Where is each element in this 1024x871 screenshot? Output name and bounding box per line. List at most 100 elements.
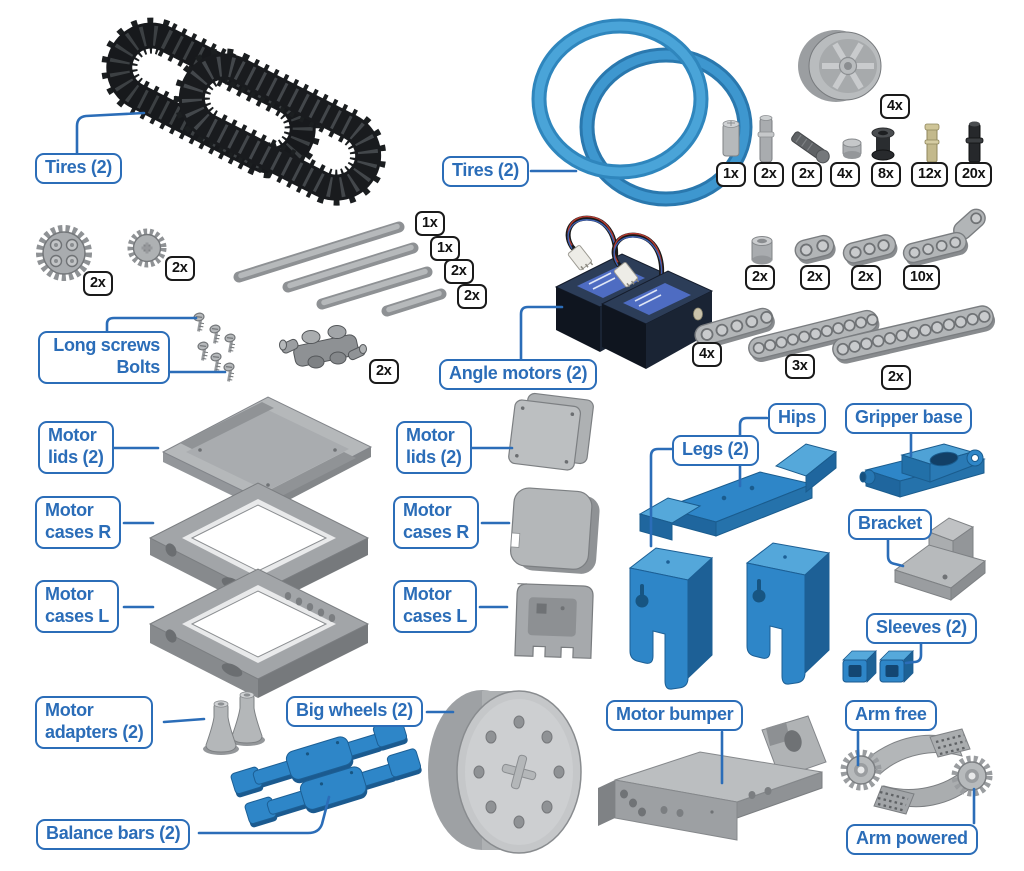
- qty-tube: 2x: [745, 265, 775, 290]
- callout-arm-free: Arm free: [845, 700, 937, 731]
- motor-stack-center-illustration: [508, 392, 600, 659]
- gripper-base-illustration: [859, 443, 986, 498]
- leader-tires-left: [75, 111, 146, 156]
- callout-label-line2: cases R: [45, 521, 111, 542]
- callout-sleeves: Sleeves (2): [866, 613, 977, 644]
- callout-motor-lids-left: Motor lids (2): [38, 421, 114, 474]
- callout-motor-cases-l-center: Motor cases L: [393, 580, 477, 633]
- beam3-illustration: [842, 234, 898, 267]
- pin-long-part: [757, 115, 775, 163]
- qty-peg-cylinder: 1x: [716, 162, 746, 187]
- qty-gear-small: 2x: [165, 256, 195, 281]
- beam13-illustration: [832, 305, 996, 364]
- angle-motors-illustration: [556, 217, 712, 369]
- callout-label-line1: Motor: [45, 500, 94, 520]
- callout-long-screws: Long screws Bolts: [38, 331, 170, 384]
- axle-rods-illustration: [233, 221, 447, 317]
- callout-label-line2: cases R: [403, 521, 469, 542]
- leader-angle-motors: [519, 305, 564, 362]
- arm-powered-illustration: [873, 755, 993, 815]
- callout-label: Big wheels (2): [296, 700, 413, 720]
- qty-axle-l: 1x: [430, 236, 460, 261]
- callout-label: Sleeves (2): [876, 617, 967, 637]
- gear-small-illustration: [127, 228, 167, 268]
- motor-bumper-illustration: [598, 715, 827, 841]
- bracket-illustration: [893, 517, 987, 602]
- callout-label-line2: cases L: [403, 605, 467, 626]
- arm-free-illustration: [840, 728, 971, 791]
- peg-cylinder-part: [722, 120, 740, 157]
- callout-gripper-base: Gripper base: [845, 403, 973, 434]
- callout-angle-motors: Angle motors (2): [439, 359, 598, 390]
- beam-angled-illustration: [902, 208, 986, 267]
- leader-lines: [75, 111, 976, 835]
- callout-tires-left: Tires (2): [35, 153, 122, 184]
- qty-beam11: 3x: [785, 354, 815, 379]
- small-parts-row: [722, 115, 984, 164]
- leader-sleeves: [904, 640, 923, 665]
- callout-label: Angle motors (2): [449, 363, 588, 383]
- callout-hips: Hips: [768, 403, 826, 434]
- qty-beam-angle: 10x: [903, 265, 941, 290]
- callout-label-line2: lids (2): [406, 446, 462, 467]
- leader-legs: [649, 447, 674, 548]
- bushing-part: [842, 138, 862, 159]
- pin-tan-part: [924, 123, 940, 163]
- cross-block-illustration: [279, 325, 367, 369]
- qty-beam13: 2x: [881, 365, 911, 390]
- axle-connector-part: [791, 131, 830, 164]
- callout-label-line1: Motor: [48, 425, 97, 445]
- callout-label: Arm powered: [856, 828, 968, 848]
- callout-motor-cases-r-left: Motor cases R: [35, 496, 121, 549]
- spacer-part: [871, 127, 895, 161]
- callout-label-line2: cases L: [45, 605, 109, 626]
- callout-tires-right: Tires (2): [442, 156, 529, 187]
- tank-treads-illustration: [101, 17, 387, 206]
- beam2-illustration: [794, 234, 836, 264]
- qty-axle-m: 2x: [444, 259, 474, 284]
- callout-label: Tires (2): [45, 157, 112, 177]
- gear-large-illustration: [36, 225, 92, 281]
- callout-label-line1: Motor: [403, 584, 452, 604]
- qty-beam2: 2x: [800, 265, 830, 290]
- qty-axle-s: 2x: [457, 284, 487, 309]
- callout-label-line1: Motor: [45, 584, 94, 604]
- qty-beam5: 4x: [692, 342, 722, 367]
- callout-label: Legs (2): [682, 439, 749, 459]
- callout-big-wheels: Big wheels (2): [286, 696, 423, 727]
- qty-spacer: 8x: [871, 162, 901, 187]
- big-wheel-illustration: [428, 690, 582, 854]
- callout-balance-bars: Balance bars (2): [36, 819, 191, 850]
- callout-label-line1: Motor: [406, 425, 455, 445]
- tire-rings-illustration: [531, 18, 753, 207]
- leader-balance-bars: [197, 795, 331, 835]
- callout-label: Bracket: [858, 513, 922, 533]
- callout-legs: Legs (2): [672, 435, 759, 466]
- legs-illustration: [628, 541, 831, 692]
- callout-motor-lids-center: Motor lids (2): [396, 421, 472, 474]
- sleeves-illustration: [842, 650, 914, 683]
- tube-illustration: [751, 236, 773, 265]
- qty-bushing: 4x: [830, 162, 860, 187]
- callout-label: Tires (2): [452, 160, 519, 180]
- qty-axle-connector: 2x: [792, 162, 822, 187]
- callout-label-line1: Motor: [403, 500, 452, 520]
- callout-label-line1: Motor: [45, 700, 94, 720]
- callout-label: Motor bumper: [616, 704, 734, 724]
- callout-motor-cases-r-center: Motor cases R: [393, 496, 479, 549]
- motor-adapters-illustration: [202, 691, 266, 756]
- callout-label-line1: Long screws: [53, 335, 160, 355]
- callout-arm-powered: Arm powered: [846, 824, 978, 855]
- callout-bracket: Bracket: [848, 509, 932, 540]
- callout-label: Balance bars (2): [46, 823, 181, 843]
- callout-motor-cases-l-left: Motor cases L: [35, 580, 119, 633]
- callout-label: Arm free: [855, 704, 927, 724]
- callout-label: Hips: [778, 407, 816, 427]
- callout-label-line2: Bolts: [116, 356, 160, 377]
- hip-part-illustration: [638, 443, 838, 541]
- wheel-hub-illustration: [798, 30, 882, 102]
- leader-motor-adapters: [162, 717, 206, 724]
- pin-black-part: [965, 121, 984, 163]
- qty-beam3: 2x: [851, 265, 881, 290]
